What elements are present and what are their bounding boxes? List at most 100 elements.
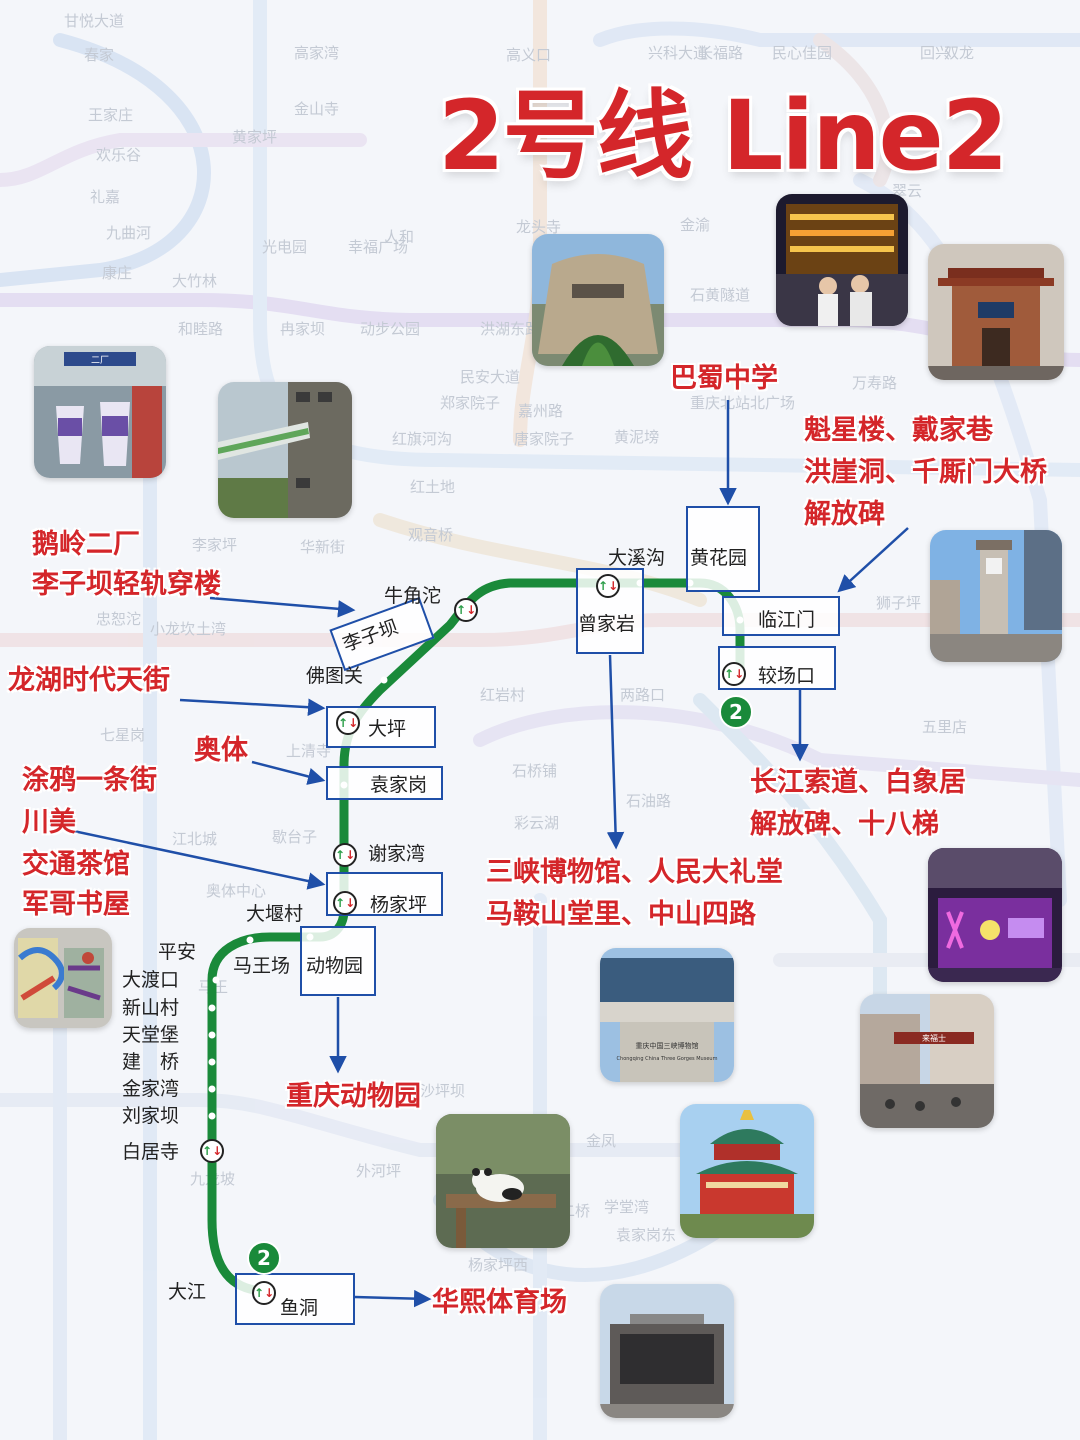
photo-liziba-train <box>218 382 352 518</box>
background-station-name: 万寿路 <box>852 374 898 392</box>
background-station-name: 金渝 <box>680 216 711 234</box>
background-station-name: 高家湾 <box>294 44 340 62</box>
background-station-name: 奥体中心 <box>206 882 267 900</box>
background-station-name: 杨家坪西 <box>468 1256 529 1274</box>
station-dayancun: 大堰村 <box>246 903 304 925</box>
attraction-tuya-1: 涂鸦一条街 <box>22 765 157 796</box>
background-station-name: 两路口 <box>620 686 666 704</box>
background-station-name: 歇台子 <box>272 828 318 846</box>
station-xiejiawan: 谢家湾 <box>368 843 426 865</box>
attraction-bashu-school: 巴蜀中学 <box>670 363 778 394</box>
background-station-name: 九曲河 <box>106 224 152 242</box>
station-jiaochangkou: 较场口 <box>758 665 816 687</box>
attraction-tuya-4: 军哥书屋 <box>22 889 130 920</box>
transfer-icon: ↑↓ <box>333 843 357 867</box>
attraction-sanxia-2: 马鞍山堂里、中山四路 <box>486 899 756 930</box>
station-niujiaotuo: 牛角沱 <box>384 585 442 607</box>
station-daping: 大坪 <box>368 718 407 740</box>
station-box-linjiangmen <box>722 596 840 636</box>
station-box-dongwuyuan <box>300 926 376 996</box>
photo-sign-text: 二厂 <box>91 355 109 366</box>
background-station-name: 人和 <box>384 228 415 246</box>
station-tiantangbao: 天堂堡 <box>122 1024 180 1046</box>
background-station-name: 幸福广场 <box>348 238 409 256</box>
background-station-name: 五里店 <box>922 718 968 736</box>
background-station-name: 唐家院子 <box>514 430 575 448</box>
station-yudong: 鱼洞 <box>280 1297 319 1319</box>
background-station-name: 冉家坝 <box>280 320 326 338</box>
station-xinshancun: 新山村 <box>122 997 180 1019</box>
photo-eling-cups: 二厂 <box>34 346 166 478</box>
station-jianqiao: 建 桥 <box>122 1051 180 1073</box>
attraction-aoti: 奥体 <box>194 735 248 766</box>
background-station-name: 民安大道 <box>460 368 521 386</box>
background-station-name: 红土地 <box>410 478 456 496</box>
background-station-name: 袁家岗东 <box>616 1226 677 1244</box>
station-box-huanghuayuan <box>686 506 760 592</box>
station-jinjiawan: 金家湾 <box>122 1078 180 1100</box>
background-station-name: 南坪 <box>856 416 887 434</box>
background-station-name: 江北城 <box>172 830 218 848</box>
background-station-name: 学堂湾 <box>604 1198 650 1216</box>
photo-sign-text: 重庆中国三峡博物馆 <box>636 1041 699 1050</box>
attraction-arrows <box>49 400 909 1308</box>
station-liujiaba: 刘家坝 <box>122 1105 180 1127</box>
background-station-name: 石黄隧道 <box>690 286 751 304</box>
background-station-name: 甘悦大道 <box>64 12 125 30</box>
background-station-name: 红旗河沟 <box>392 430 453 448</box>
transfer-icon: ↑↓ <box>200 1139 224 1163</box>
photo-ancient-gate <box>928 244 1064 380</box>
background-station-name: 民心佳园 <box>772 44 833 62</box>
background-station-name: 兴科大道 <box>648 44 709 62</box>
photo-huaxi-stadium <box>600 1284 734 1418</box>
station-mawangchang: 马王场 <box>233 955 291 977</box>
background-station-name: 康庄 <box>102 264 133 282</box>
background-station-name: 春家 <box>84 46 115 64</box>
background-station-name: 嘉州路 <box>518 402 564 420</box>
photo-neon-mall <box>928 848 1062 982</box>
station-linjiangmen: 临江门 <box>758 609 816 631</box>
background-station-name: 洪湖东路 <box>480 320 541 338</box>
transfer-icon: ↑↓ <box>722 662 746 686</box>
station-zengjiayan: 曾家岩 <box>578 613 636 635</box>
background-station-name: 大竹林 <box>172 272 218 290</box>
background-station-name: 黄泥塝 <box>614 428 660 446</box>
station-daxigou: 大溪沟 <box>608 547 666 569</box>
transfer-icon: ↑↓ <box>333 891 357 915</box>
background-station-name: 石桥铺 <box>512 762 558 780</box>
station-baijusi: 白居寺 <box>122 1141 180 1163</box>
photo-jiefangbei <box>930 530 1062 662</box>
attraction-zoo: 重庆动物园 <box>286 1081 421 1112</box>
background-station-name: 金凤 <box>586 1132 617 1150</box>
station-yuanjiagang: 袁家岗 <box>370 774 428 796</box>
station-huanghuayuan: 黄花园 <box>690 547 748 569</box>
background-station-name: 光电园 <box>262 238 308 256</box>
background-station-name: 小龙坎 <box>150 620 196 638</box>
background-station-name: 郑家院子 <box>440 394 501 412</box>
attraction-kuixing-1: 魁星楼、戴家巷 <box>804 415 993 446</box>
attraction-huaxi: 华熙体育场 <box>432 1287 567 1318</box>
background-station-name: 双龙 <box>944 44 975 62</box>
background-station-name: 欢乐谷 <box>96 146 142 164</box>
background-station-name: 黄家坪 <box>232 128 278 146</box>
attraction-eling-2: 李子坝轻轨穿楼 <box>32 569 221 600</box>
station-fotuguan: 佛图关 <box>306 665 364 687</box>
attraction-changjiang-2: 解放碑、十八梯 <box>750 809 939 840</box>
photo-three-gorges-museum: 重庆中国三峡博物馆 Chongqing China Three Gorges Mu… <box>600 948 734 1082</box>
photo-panda-zoo <box>436 1114 570 1248</box>
station-box-yudong <box>235 1273 355 1325</box>
photo-graffiti-street <box>14 928 112 1028</box>
background-station-name: 礼嘉 <box>90 188 121 206</box>
background-station-name: 红岩村 <box>480 686 526 704</box>
attraction-kuixing-3: 解放碑 <box>804 499 885 530</box>
photo-sign-text: Chongqing China Three Gorges Museum <box>617 1056 718 1062</box>
background-station-name: 和睦路 <box>178 320 224 338</box>
transfer-icon: ↑↓ <box>596 574 620 598</box>
page-title: 2号线 Line2 <box>438 80 1009 192</box>
background-station-name: 七星岗 <box>100 726 146 744</box>
attraction-tuya-3: 交通茶馆 <box>22 849 130 880</box>
station-dadukou: 大渡口 <box>122 969 180 991</box>
background-station-name: 回兴 <box>920 44 951 62</box>
background-station-name: 李家坪 <box>192 536 238 554</box>
